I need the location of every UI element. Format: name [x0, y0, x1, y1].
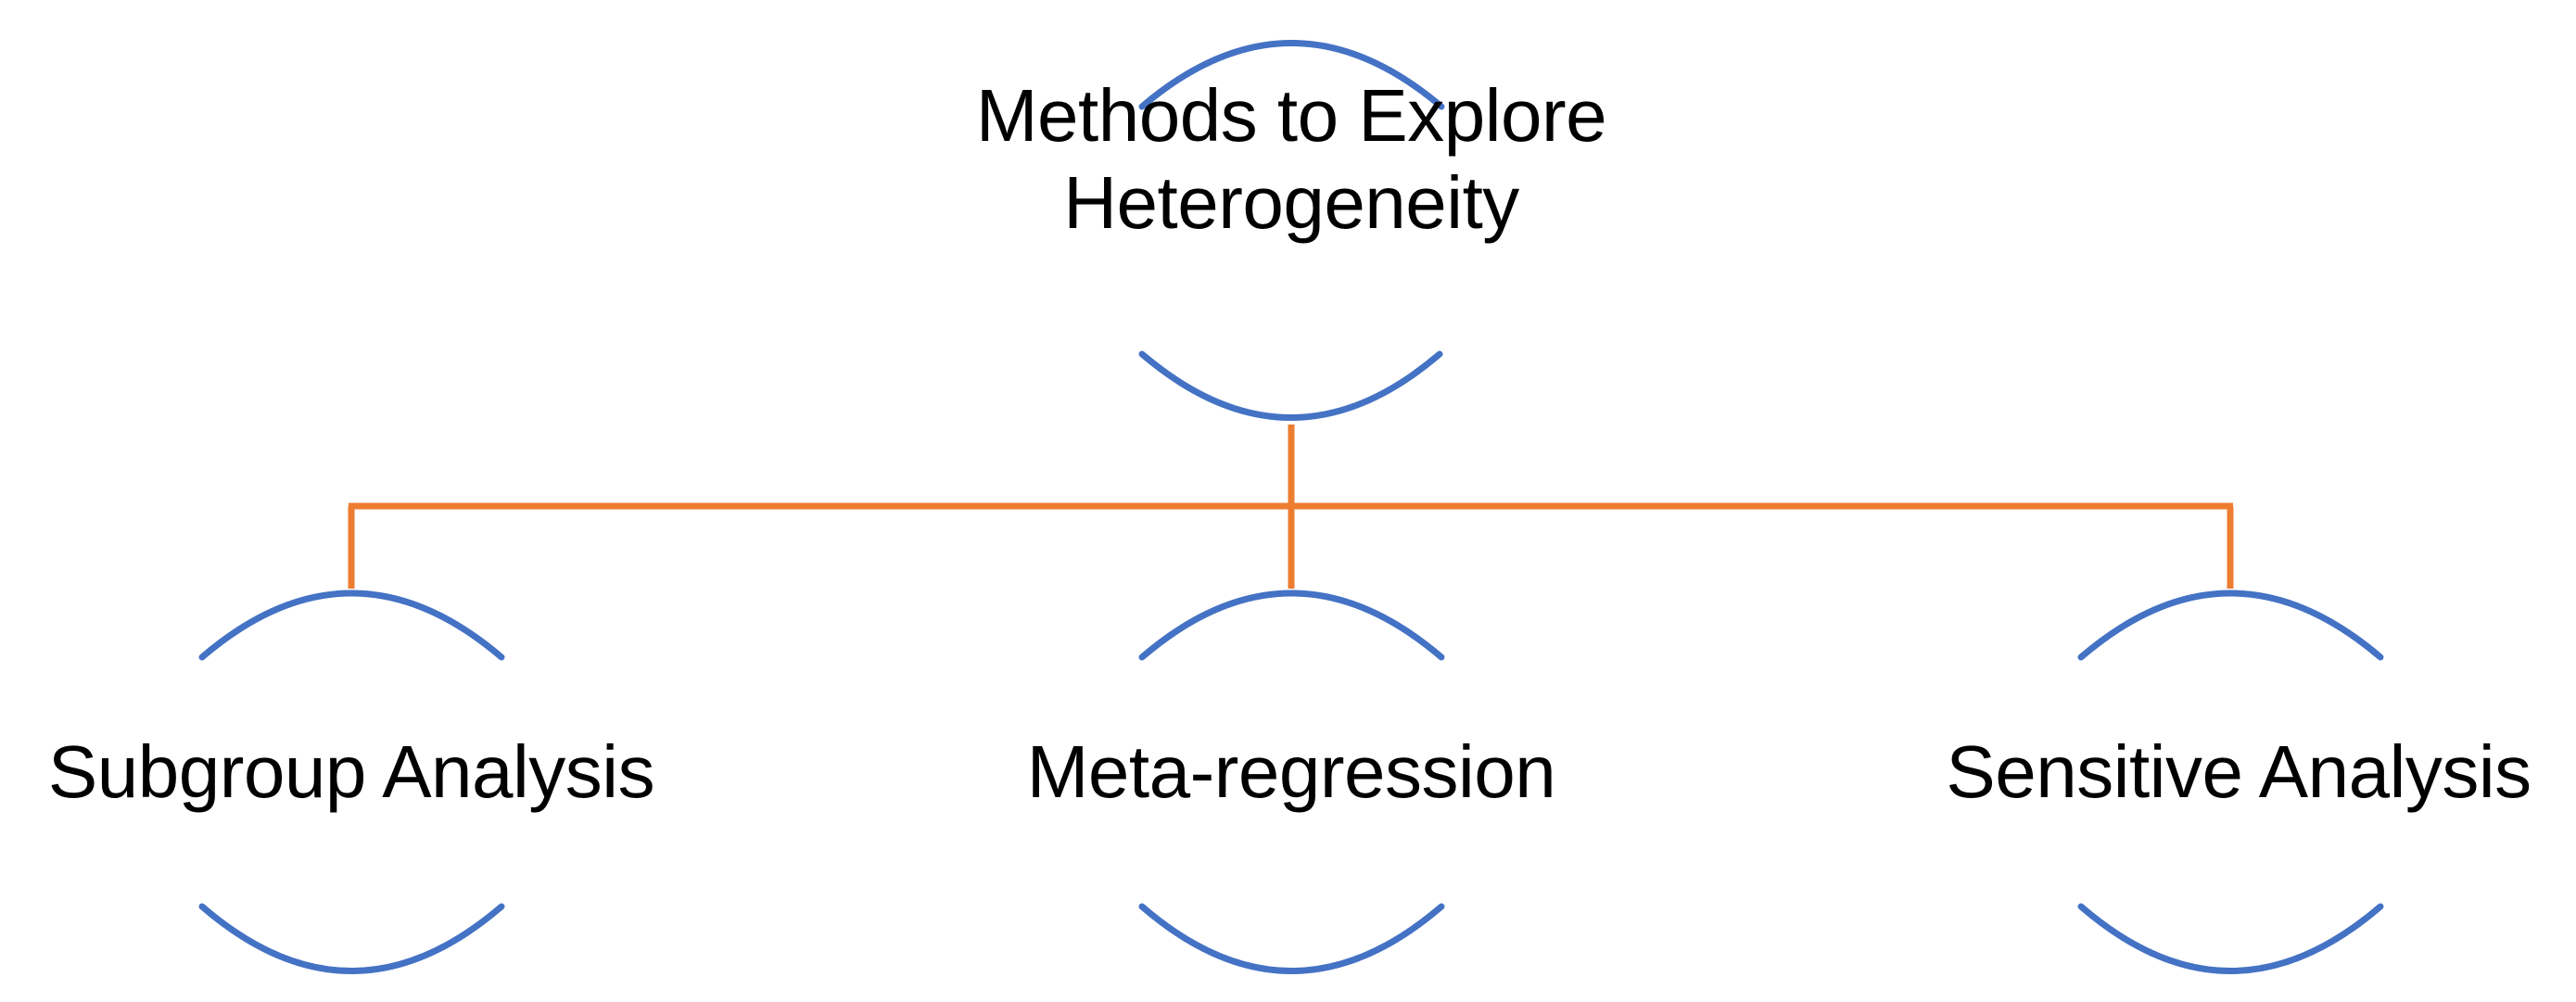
child-arc-top-icon-2 [2077, 590, 2384, 661]
child-node-group-1[interactable] [1138, 590, 1445, 974]
child-node-group-0[interactable] [198, 590, 505, 974]
root-node-group[interactable] [1138, 40, 1445, 421]
child-node-group-2[interactable] [2077, 590, 2384, 974]
root-arc-top-icon [1138, 40, 1445, 110]
root-arc-bottom-icon [1138, 350, 1443, 421]
connector-group [348, 425, 2234, 589]
child-arc-top-icon-1 [1138, 590, 1445, 661]
child-arc-bottom-icon-2 [2077, 903, 2384, 974]
child-arc-bottom-icon-1 [1138, 903, 1445, 974]
child-arc-bottom-icon-0 [198, 903, 505, 974]
child-arc-top-icon-0 [198, 590, 505, 661]
